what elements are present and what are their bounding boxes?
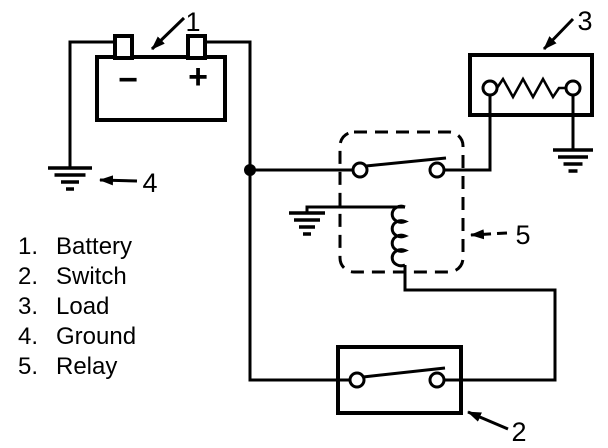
- legend-label-ground: Ground: [56, 323, 136, 350]
- legend: 1. Battery 2. Switch 3. Load 4. Ground 5…: [18, 233, 136, 380]
- callout-arrow-relay: [470, 229, 508, 240]
- relay-coil-icon: [390, 204, 409, 268]
- battery-negative-sign: −: [118, 61, 138, 99]
- load-terminal-left: [481, 79, 499, 97]
- callout-arrow-battery: [150, 16, 186, 51]
- switch-contact-right: [428, 371, 446, 389]
- relay-contact-left: [351, 161, 369, 179]
- callout-arrows: [99, 16, 575, 431]
- wires: [68, 40, 575, 382]
- callout-number-battery: 1: [185, 7, 200, 37]
- battery-terminal-post-positive: [186, 34, 207, 60]
- wire-relay-to-load: [444, 95, 492, 172]
- legend-num-4: 4.: [18, 323, 38, 350]
- wire-coil-to-switch: [403, 265, 557, 382]
- legend-label-load: Load: [56, 293, 109, 320]
- relay-contact-right: [428, 161, 446, 179]
- battery-symbol: − +: [113, 34, 208, 99]
- battery-terminal-post-negative: [113, 34, 134, 60]
- switch-contact-left: [348, 371, 366, 389]
- resistor-zigzag-icon: [495, 76, 566, 100]
- wire-battery-to-switch: [196, 40, 350, 382]
- legend-num-1: 1.: [18, 233, 38, 260]
- load-symbol: [481, 76, 582, 100]
- callout-number-load: 3: [577, 6, 592, 36]
- callout-number-switch: 2: [511, 417, 526, 447]
- ground-symbol-main: [48, 166, 92, 191]
- legend-num-2: 2.: [18, 263, 38, 290]
- switch-blade: [362, 366, 446, 379]
- legend-num-5: 5.: [18, 353, 38, 380]
- ground-symbol-relay-coil: [289, 211, 325, 236]
- legend-label-battery: Battery: [56, 233, 132, 260]
- legend-label-relay: Relay: [56, 353, 117, 380]
- callout-arrow-ground: [99, 175, 138, 186]
- junction-dot: [244, 164, 256, 176]
- callout-number-relay: 5: [515, 220, 530, 250]
- callout-arrow-switch: [467, 410, 509, 431]
- relay-symbol: [338, 130, 465, 274]
- relay-switch-blade: [365, 156, 447, 168]
- callout-number-ground: 4: [142, 168, 157, 198]
- battery-box: [95, 55, 227, 122]
- relay-dashed-outline: [338, 130, 465, 274]
- legend-label-switch: Switch: [56, 263, 127, 290]
- ground-symbol-load: [553, 148, 593, 173]
- wire-battery-to-ground: [68, 40, 124, 168]
- callout-arrow-load: [542, 17, 575, 51]
- legend-num-3: 3.: [18, 293, 38, 320]
- load-terminal-right: [564, 79, 582, 97]
- switch-symbol: [348, 366, 446, 389]
- wire-coil-to-ground: [305, 205, 405, 213]
- battery-positive-sign: +: [188, 58, 208, 96]
